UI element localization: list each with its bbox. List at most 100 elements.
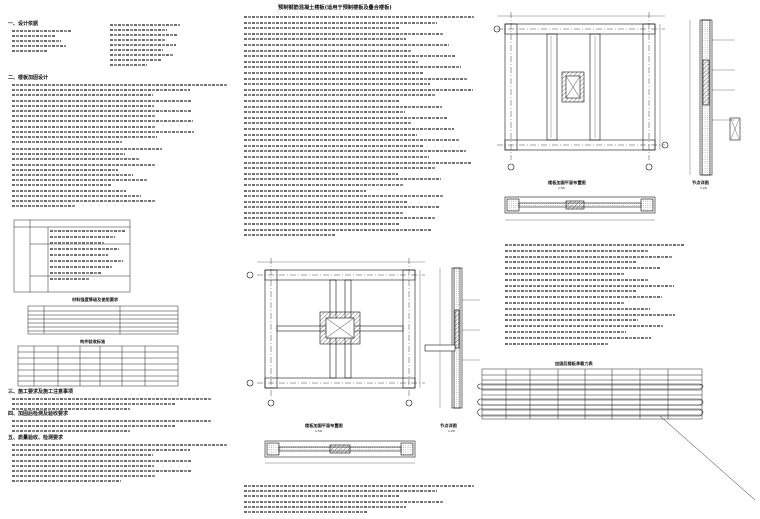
note-line	[244, 490, 437, 493]
section-heading-3: 三、施工要求及施工注意事项	[8, 389, 74, 395]
note-line	[244, 234, 335, 237]
note-line	[12, 45, 66, 47]
note-line	[12, 464, 154, 467]
sheet-title: 预制钢筋混凝土楼板(适用于预制楼板及叠合楼板)	[278, 5, 392, 11]
note-line	[244, 116, 448, 119]
note-line	[12, 449, 190, 452]
table1-title: 材料强度等级及使用要求	[72, 297, 119, 302]
note-line	[505, 244, 685, 246]
note-line	[110, 24, 180, 26]
note-line	[505, 325, 663, 328]
note-line	[50, 248, 119, 250]
note-line	[12, 430, 130, 432]
note-line	[50, 260, 123, 262]
note-line	[505, 342, 608, 345]
note-line	[505, 336, 651, 339]
note-line	[244, 217, 436, 220]
table-material-strength	[27, 305, 179, 335]
note-line	[244, 133, 417, 136]
note-line	[505, 290, 637, 293]
note-line	[12, 398, 212, 400]
note-line	[12, 125, 156, 128]
note-line	[12, 194, 141, 197]
plan-caption-top: 楼板加固平面布置图	[548, 180, 586, 185]
note-line	[12, 163, 155, 166]
note-line	[244, 32, 443, 35]
note-line	[12, 168, 118, 171]
note-line	[244, 495, 400, 498]
note-line	[110, 34, 178, 36]
note-line	[110, 29, 167, 31]
note-line	[12, 184, 111, 187]
note-line	[244, 122, 411, 125]
note-line	[12, 89, 190, 92]
note-line	[244, 206, 440, 209]
note-line	[505, 278, 649, 281]
note-line	[12, 148, 162, 150]
note-line	[505, 302, 625, 304]
note-line	[505, 255, 673, 258]
note-line	[12, 99, 191, 102]
note-line	[244, 55, 455, 58]
note-line	[244, 66, 461, 69]
note-line	[110, 54, 174, 56]
column-detail-middle	[424, 267, 480, 409]
note-line	[505, 284, 674, 287]
note-line	[50, 278, 90, 280]
note-line	[244, 60, 418, 63]
note-line	[244, 111, 405, 114]
note-line	[244, 195, 444, 197]
detail-scale-bottom: 1:20	[448, 429, 455, 433]
note-line	[12, 420, 212, 422]
note-line	[12, 408, 130, 410]
note-line	[50, 266, 112, 268]
note-line	[244, 83, 430, 86]
section-strip-right	[504, 196, 656, 221]
note-line	[12, 444, 227, 446]
note-line	[12, 454, 153, 457]
detail-scale-top: 1:20	[700, 186, 707, 190]
detail-caption-bottom: 节点详图	[440, 423, 457, 428]
plan-top-right	[493, 12, 669, 171]
note-line	[12, 480, 121, 483]
note-line	[244, 72, 424, 74]
note-line	[505, 261, 636, 264]
note-line	[244, 21, 437, 24]
note-line	[12, 30, 72, 32]
note-line	[244, 156, 429, 158]
plan-scale-top: 1:50	[558, 186, 565, 190]
note-line	[244, 27, 400, 30]
section-heading-5: 五、质量验收、检测要求	[8, 435, 64, 441]
note-line	[244, 211, 403, 214]
section-strip-middle	[264, 440, 416, 464]
note-line	[244, 44, 449, 46]
note-line	[244, 88, 473, 91]
note-line	[12, 459, 191, 462]
table2-title: 构件验收标准	[80, 339, 106, 344]
note-line	[244, 16, 474, 18]
note-line	[244, 100, 399, 102]
note-line	[505, 267, 661, 270]
note-line	[12, 50, 48, 52]
note-line	[505, 296, 662, 299]
note-line	[244, 485, 474, 487]
note-line	[244, 167, 435, 170]
capacity-table	[477, 368, 756, 501]
note-line	[12, 179, 148, 182]
note-line	[12, 94, 153, 97]
note-line	[244, 505, 406, 508]
note-line	[244, 189, 366, 192]
note-line	[505, 331, 626, 333]
note-line	[244, 500, 443, 503]
note-line	[12, 40, 61, 42]
note-line	[244, 105, 442, 108]
note-line	[12, 470, 192, 472]
column-detail-right	[689, 19, 741, 176]
note-line	[12, 153, 125, 156]
note-line	[244, 178, 441, 181]
note-line	[244, 38, 406, 41]
section-heading-1: 一、设计依据	[8, 21, 39, 27]
note-line	[110, 59, 161, 61]
note-line	[12, 174, 133, 176]
